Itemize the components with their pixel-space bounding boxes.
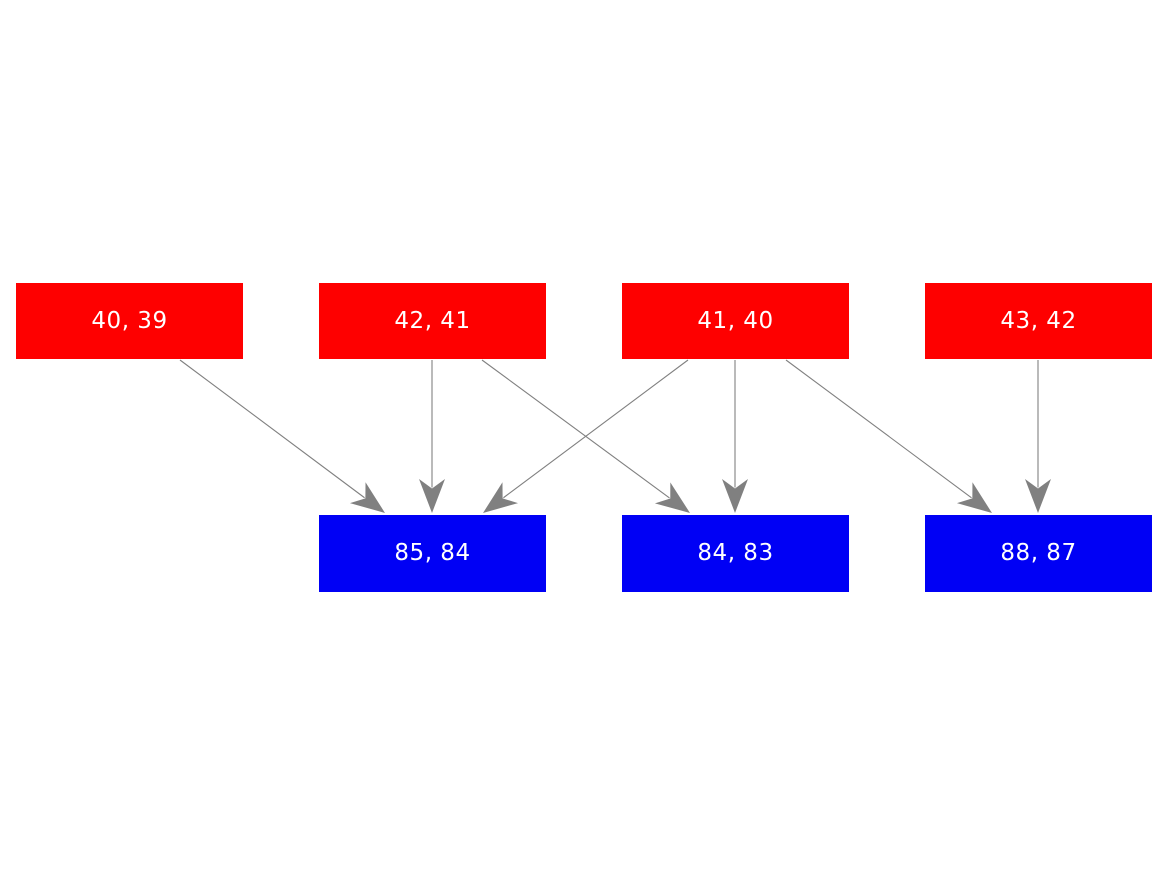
graph-node-n88[interactable]: 88, 87 [925, 515, 1152, 592]
graph-node-n40[interactable]: 40, 39 [16, 283, 243, 359]
graph-node-label: 41, 40 [697, 307, 774, 334]
edge-line [179, 359, 365, 499]
graph-node-n42[interactable]: 42, 41 [319, 283, 546, 359]
graph-node-n84[interactable]: 84, 83 [622, 515, 849, 592]
edge-line [785, 359, 972, 499]
graph-node-label: 88, 87 [1000, 540, 1077, 566]
graph-node-label: 84, 83 [697, 540, 774, 566]
edge-line [503, 359, 689, 499]
edge-arrowhead-icon [956, 482, 992, 513]
graph-edge-e5 [722, 360, 748, 513]
graph-node-label: 40, 39 [91, 307, 168, 334]
graph-node-n41[interactable]: 41, 40 [622, 283, 849, 359]
edge-arrowhead-icon [722, 479, 748, 513]
edge-arrowhead-icon [654, 482, 690, 513]
graph-node-label: 43, 42 [1000, 307, 1077, 334]
edge-arrowhead-icon [483, 482, 519, 513]
graph-edge-e3 [481, 359, 690, 513]
graph-node-label: 42, 41 [394, 307, 471, 334]
graph-edge-e7 [1025, 360, 1051, 513]
edge-line [481, 359, 670, 499]
graph-node-label: 85, 84 [394, 540, 471, 566]
graph-edge-e6 [785, 359, 992, 513]
graph-node-n85[interactable]: 85, 84 [319, 515, 546, 592]
graph-edge-e4 [483, 359, 689, 513]
edge-arrowhead-icon [349, 482, 385, 513]
edge-arrowhead-icon [419, 479, 445, 513]
graph-edge-e2 [419, 360, 445, 513]
graph-edge-e1 [179, 359, 385, 513]
edge-arrowhead-icon [1025, 479, 1051, 513]
graph-node-n43[interactable]: 43, 42 [925, 283, 1152, 359]
